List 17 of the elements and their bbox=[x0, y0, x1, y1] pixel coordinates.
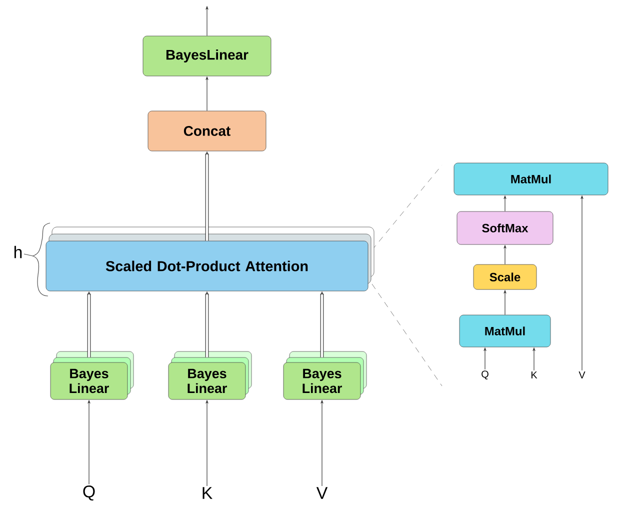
input-label: K bbox=[532, 372, 538, 378]
process-box: SoftMax bbox=[456, 211, 554, 245]
input-label: Q bbox=[83, 485, 95, 500]
process-box: Bayes Linear bbox=[50, 351, 134, 400]
process-box: Bayes Linear bbox=[168, 351, 252, 400]
input-label: K bbox=[202, 487, 212, 499]
input-label: V bbox=[578, 372, 586, 378]
process-box: Bayes Linear bbox=[283, 351, 367, 400]
process-box: BayesLinear bbox=[142, 36, 272, 76]
input-label: Q bbox=[482, 370, 488, 380]
brace-label: h bbox=[14, 246, 22, 258]
process-box: Scale bbox=[473, 264, 537, 290]
process-box: MatMul bbox=[454, 162, 608, 196]
input-label: V bbox=[316, 487, 328, 499]
process-box: Concat bbox=[148, 110, 266, 152]
process-box: MatMul bbox=[459, 314, 551, 348]
process-box: Scaled Dot-Product Attention bbox=[46, 226, 374, 292]
